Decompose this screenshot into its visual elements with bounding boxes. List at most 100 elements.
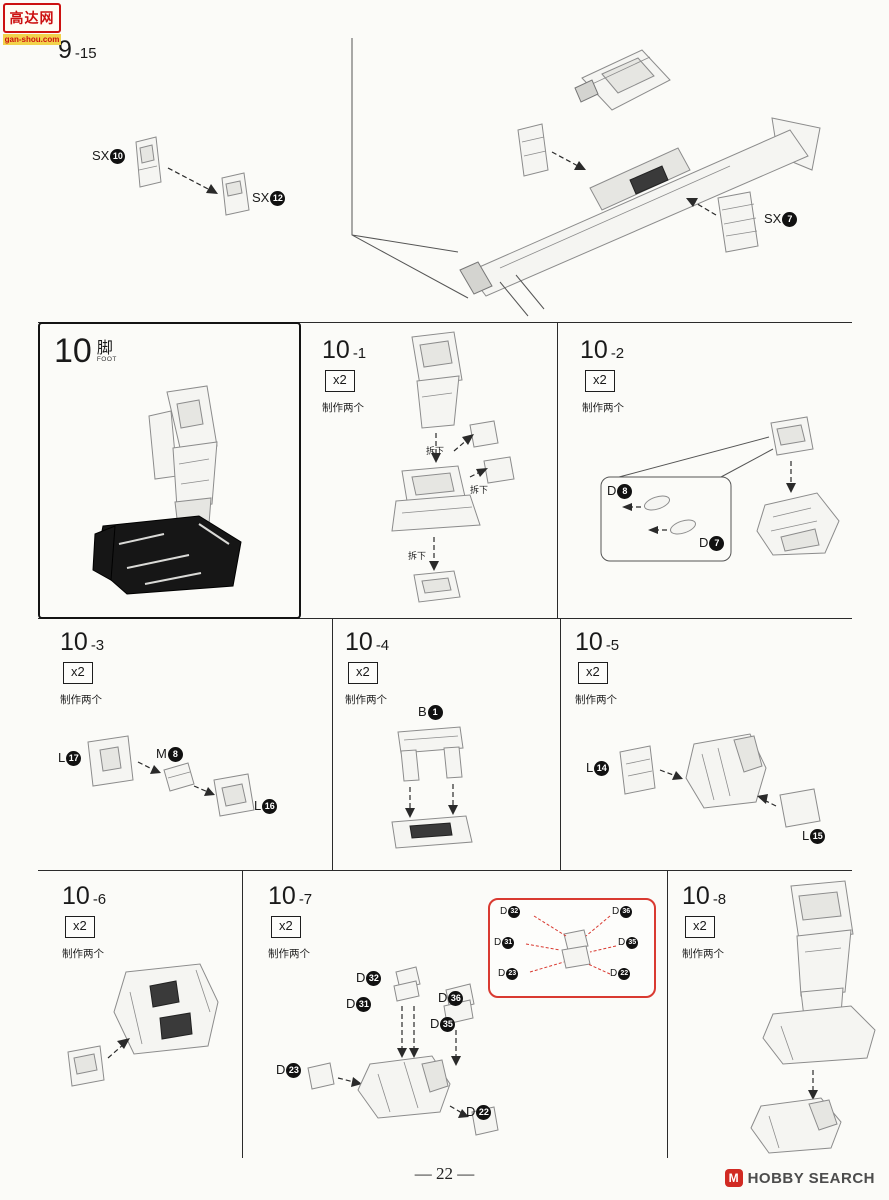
step-sub-number: -1	[352, 345, 367, 362]
section-title-10-1: 10-1	[322, 336, 366, 365]
part-number: 8	[617, 484, 633, 499]
step-kanji-en: FOOT	[96, 356, 117, 363]
make-two-label: 制作两个	[322, 402, 364, 414]
make-two-label: 制作两个	[682, 948, 724, 960]
step-number: 10	[575, 628, 603, 656]
section-title-10-5: 10-5	[575, 628, 619, 657]
part-number: 10	[110, 149, 126, 164]
part-number: 14	[594, 761, 610, 776]
illustration-10-1	[391, 331, 515, 603]
divider-h3	[38, 870, 852, 871]
divider-v4	[242, 870, 243, 1158]
step-number: 10	[60, 628, 88, 656]
quantity-box: x2	[685, 916, 715, 938]
section-title-9-15: 9-15	[58, 36, 97, 65]
divider-v1	[557, 322, 558, 618]
remove-label: 拆下	[470, 485, 489, 495]
part-prefix: D	[618, 937, 626, 948]
illustration-10-4	[391, 726, 473, 849]
part-prefix: D	[494, 937, 502, 948]
section-title-10-4: 10-4	[345, 628, 389, 657]
section-10-8: 10-8 x2 制作两个	[669, 872, 889, 1158]
part-number: 1	[427, 705, 443, 720]
part-number: 35	[440, 1017, 456, 1032]
part-number: 17	[66, 751, 82, 766]
quantity-box: x2	[578, 662, 608, 684]
part-prefix: D	[346, 996, 356, 1011]
section-10-1: 10-1 x2 制作两个 拆下 拆下 拆下	[302, 325, 557, 618]
remove-label: 拆下	[426, 446, 445, 456]
section-title-10-6: 10-6	[62, 882, 106, 911]
part-number: 22	[476, 1105, 492, 1120]
hobby-search-brand: M HOBBY SEARCH	[724, 1169, 875, 1187]
page-number: — 22 —	[414, 1164, 475, 1183]
illustration-10-8	[750, 880, 876, 1154]
part-prefix: L	[254, 798, 262, 813]
part-number: 31	[356, 997, 372, 1012]
divider-v5	[667, 870, 668, 1158]
part-prefix: D	[438, 990, 448, 1005]
step-sub-number: -4	[375, 637, 390, 654]
hobby-search-text: HOBBY SEARCH	[747, 1169, 875, 1187]
divider-h2	[38, 618, 852, 619]
part-prefix: D	[612, 906, 620, 917]
illustration-rifle-assembly	[135, 38, 821, 317]
part-prefix: D	[276, 1062, 286, 1077]
part-prefix: D	[500, 906, 508, 917]
step-sub-number: -6	[92, 891, 107, 908]
part-number: 15	[810, 829, 826, 844]
part-prefix: D	[610, 968, 618, 979]
step-sub-number: -7	[298, 891, 313, 908]
step-number: 10	[268, 882, 296, 910]
step-sub-number: -2	[610, 345, 625, 362]
step-number: 10	[682, 882, 710, 910]
part-number: 7	[782, 212, 798, 227]
part-prefix: SX	[92, 148, 110, 163]
step-kanji: 脚	[96, 340, 113, 357]
part-prefix: SX	[764, 211, 782, 226]
part-prefix: D	[607, 483, 617, 498]
part-number: 22	[618, 968, 631, 980]
part-prefix: L	[58, 750, 66, 765]
divider-v2	[332, 618, 333, 870]
part-prefix: B	[418, 704, 427, 719]
step-number: 10	[54, 332, 92, 370]
part-number: 7	[709, 536, 725, 551]
watermark-logo: 高达网 gan-shou.com	[3, 3, 61, 45]
step-sub-number: -15	[74, 45, 97, 62]
watermark-site: gan-shou.com	[3, 34, 61, 45]
make-two-label: 制作两个	[268, 948, 310, 960]
section-title-10-7: 10-7	[268, 882, 312, 911]
make-two-label: 制作两个	[62, 948, 104, 960]
quantity-box: x2	[325, 370, 355, 392]
make-two-label: 制作两个	[345, 694, 387, 706]
part-number: 31	[502, 937, 515, 949]
step-number: 10	[322, 336, 350, 364]
section-10-6: 10-6 x2 制作两个	[38, 872, 242, 1158]
part-number: 36	[448, 991, 464, 1006]
illustration-10-7-inset	[525, 915, 617, 975]
part-number: 12	[270, 191, 286, 206]
make-two-label: 制作两个	[575, 694, 617, 706]
section-title-10-8: 10-8	[682, 882, 726, 911]
make-two-label: 制作两个	[60, 694, 102, 706]
part-number: 23	[506, 968, 519, 980]
